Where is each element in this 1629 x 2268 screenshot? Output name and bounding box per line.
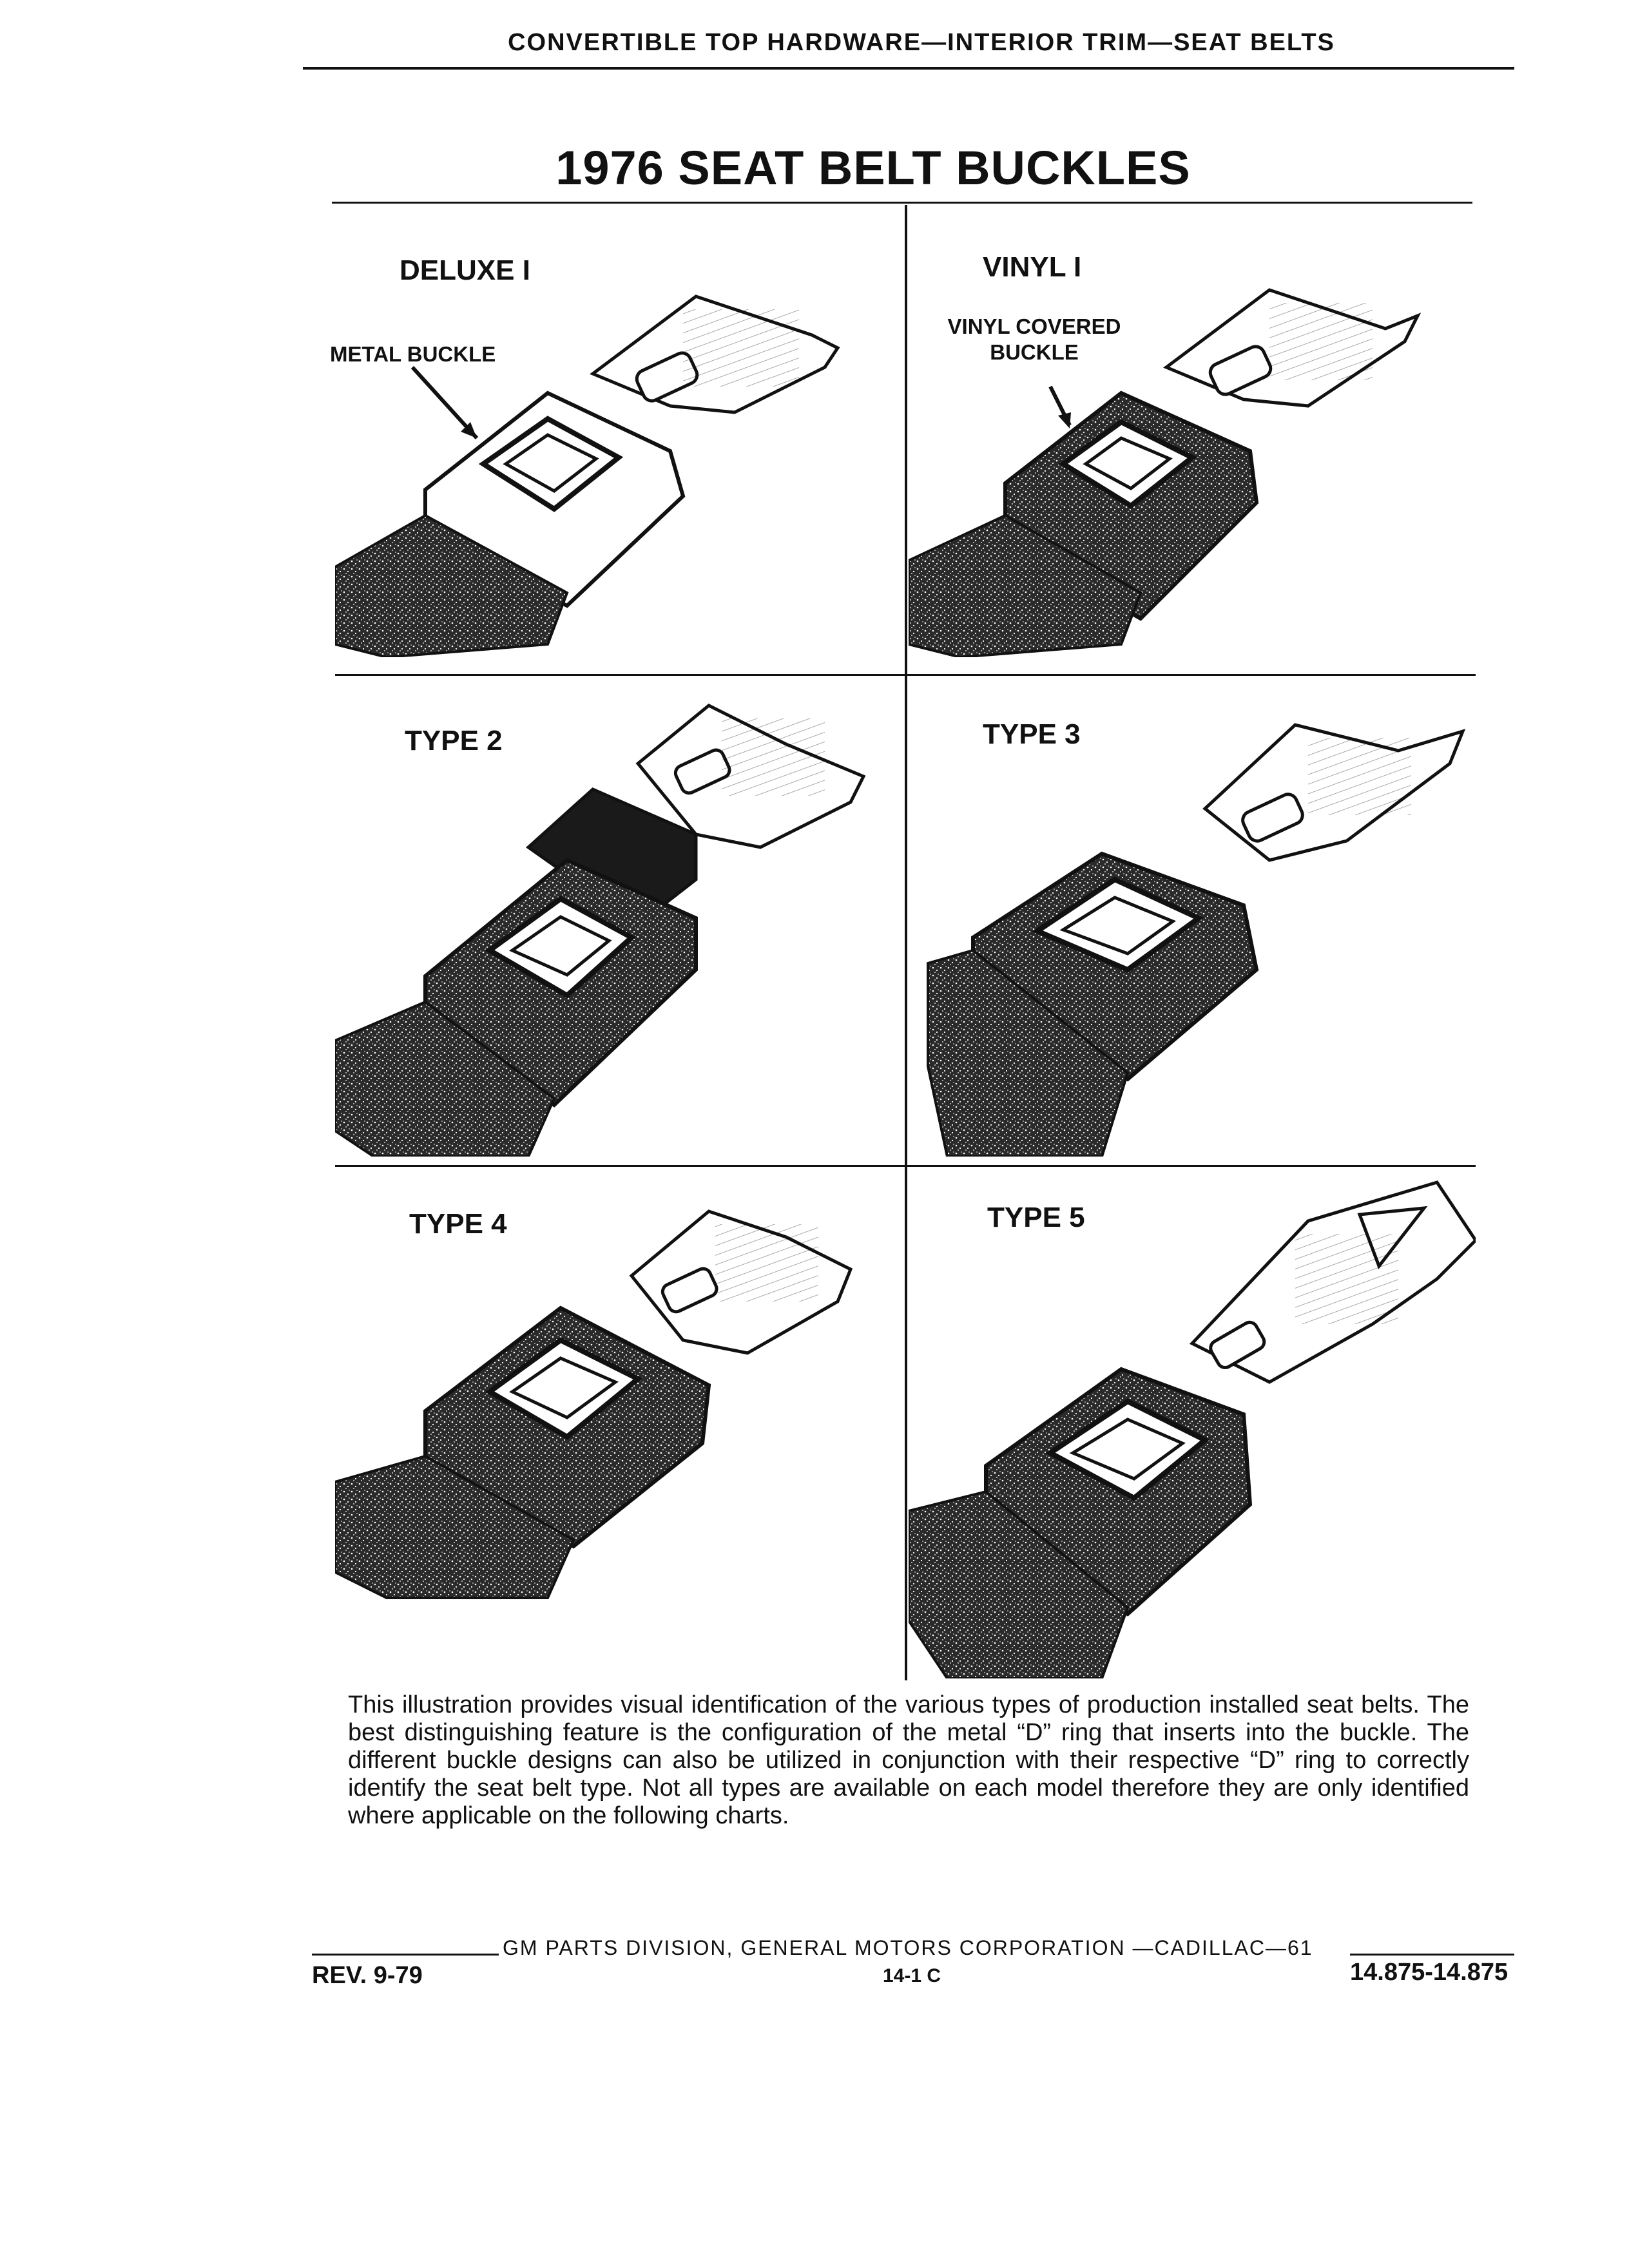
panel-label-deluxe-i: DELUXE I (400, 255, 530, 286)
panel-label-type-3: TYPE 3 (983, 718, 1081, 750)
footer-rule-right (1350, 1954, 1514, 1956)
panel-divider-row1 (335, 674, 1476, 676)
footer-page-number: 14-1 C (883, 1965, 941, 1986)
panel-divider-row2 (335, 1165, 1476, 1167)
caption-paragraph: This illustration provides visual identi… (348, 1691, 1469, 1829)
callout-vinyl-covered-buckle: VINYL COVERED BUCKLE (928, 314, 1141, 365)
header-rule (303, 67, 1514, 70)
callout-line-2: BUCKLE (990, 340, 1079, 364)
panel-label-vinyl-i: VINYL I (983, 251, 1082, 283)
panel-divider-vertical (905, 205, 907, 1680)
panel-label-type-5: TYPE 5 (987, 1202, 1085, 1233)
type-2-buckle-illustration (335, 704, 866, 1157)
footer-section-number: 14.875-14.875 (1350, 1959, 1509, 1986)
type-5-buckle-illustration (909, 1180, 1476, 1678)
deluxe-i-buckle-illustration (335, 294, 840, 657)
page-title: 1976 SEAT BELT BUCKLES (555, 141, 1191, 195)
callout-line-1: VINYL COVERED (947, 314, 1121, 338)
callout-metal-buckle: METAL BUCKLE (330, 342, 496, 366)
panel-label-type-2: TYPE 2 (405, 725, 503, 756)
title-rule (332, 202, 1472, 204)
section-header: CONVERTIBLE TOP HARDWARE—INTERIOR TRIM—S… (508, 29, 1335, 56)
footer-publisher: GM PARTS DIVISION, GENERAL MOTORS CORPOR… (503, 1936, 1313, 1959)
footer-rule-left (312, 1954, 499, 1956)
footer-revision: REV. 9-79 (312, 1962, 423, 1989)
panel-label-type-4: TYPE 4 (409, 1208, 507, 1240)
type-4-buckle-illustration (335, 1209, 853, 1599)
type-3-buckle-illustration (927, 723, 1466, 1157)
vinyl-i-buckle-illustration (909, 288, 1422, 657)
